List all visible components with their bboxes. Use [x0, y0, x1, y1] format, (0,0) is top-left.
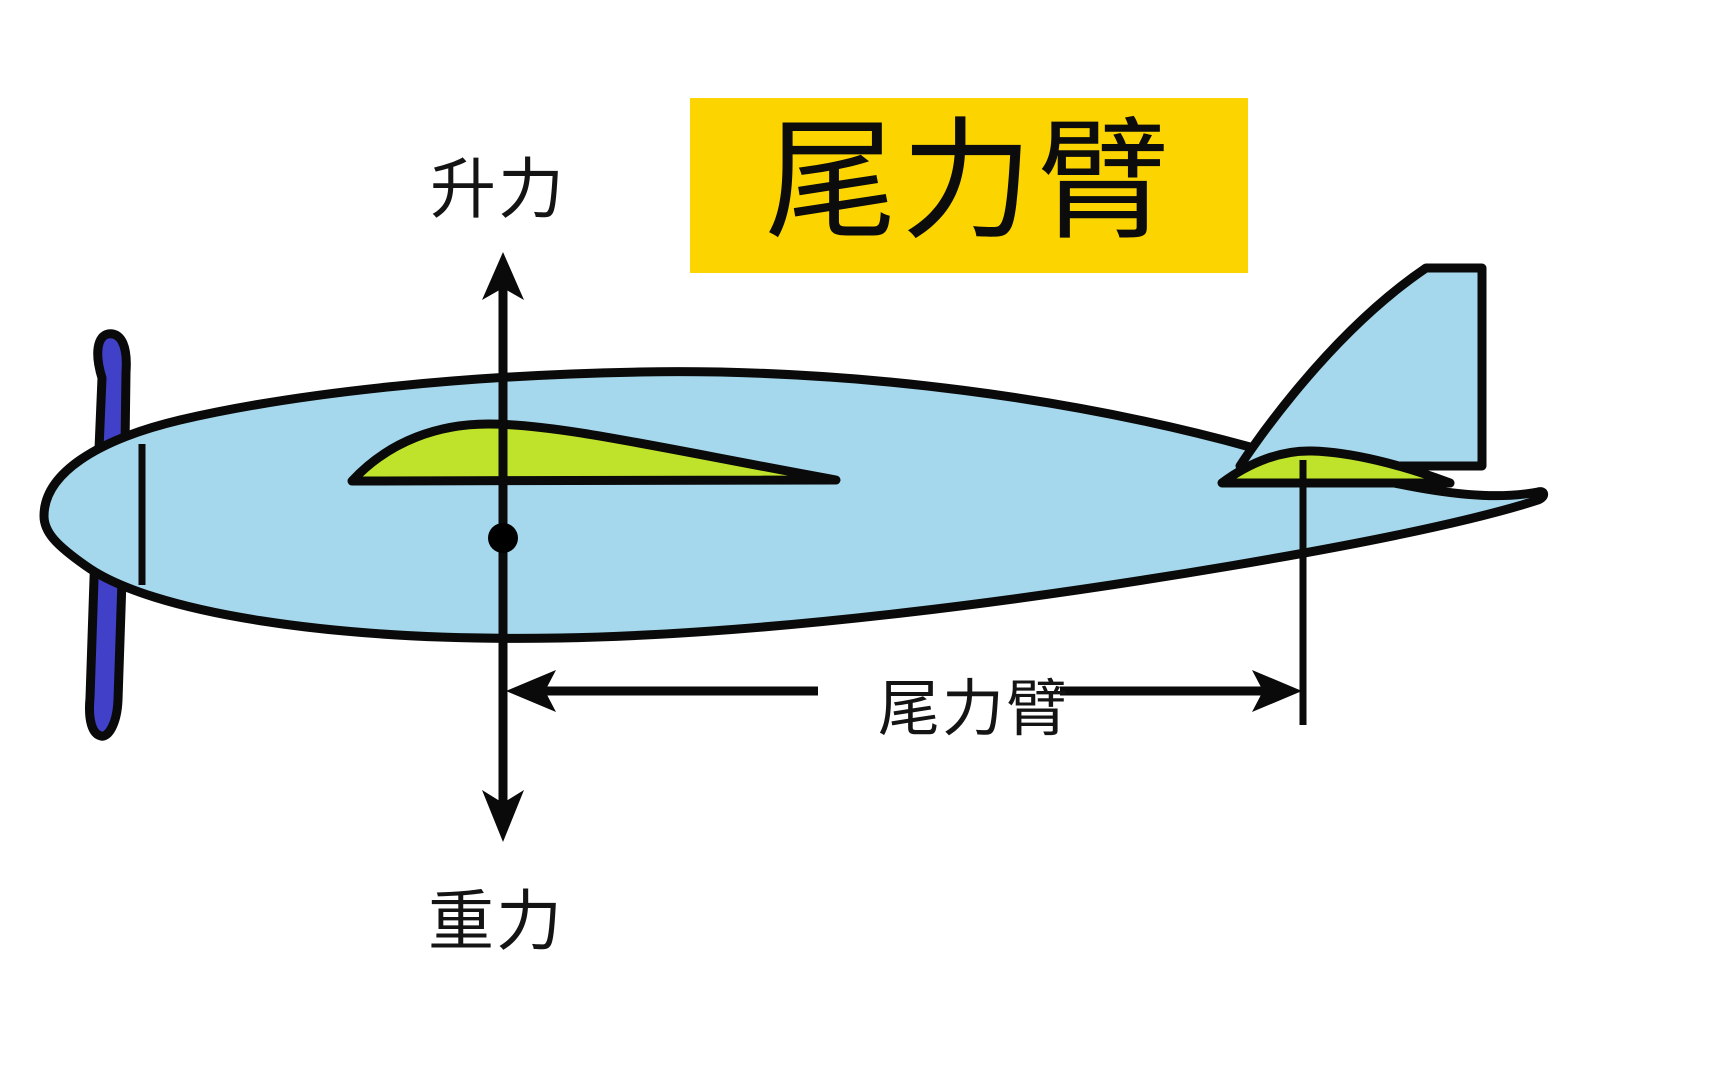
lift-arrow-up: [482, 252, 524, 538]
dimension-line-tail-arm: [506, 670, 1302, 712]
tail-moment-arm-label: 尾力臂: [878, 672, 1071, 745]
center-of-gravity-dot: [488, 523, 518, 553]
weight-arrow-down: [482, 538, 524, 842]
title-banner-text: 尾力臂: [765, 104, 1173, 259]
weight-label: 重力: [428, 883, 564, 960]
lift-label: 升力: [430, 151, 566, 228]
vertical-stabilizer: [1235, 263, 1487, 471]
title-banner: 尾力臂: [690, 98, 1248, 273]
horizontal-stabilizer: [1217, 446, 1455, 488]
main-wing-airfoil: [347, 419, 841, 486]
